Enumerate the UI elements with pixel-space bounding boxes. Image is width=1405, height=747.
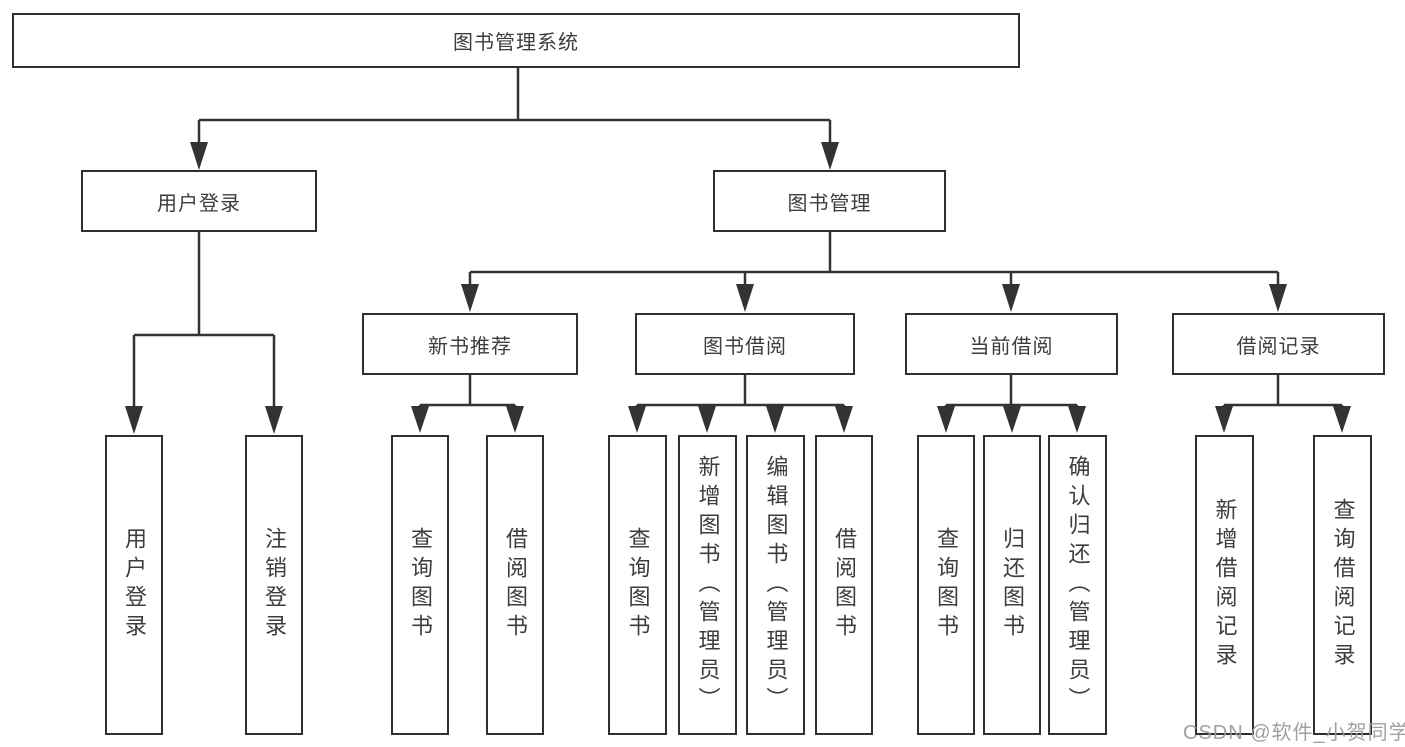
leaf-add-borrow-record: 新增借阅记录 (1195, 435, 1254, 735)
leaf-user-login: 用户登录 (105, 435, 163, 735)
leaf-return-books: 归还图书 (983, 435, 1041, 735)
leaf-borrow-books-recommend: 借阅图书 (486, 435, 544, 735)
leaf-add-book-admin-label: 新增图书（管理员） (695, 454, 721, 716)
leaf-borrow-books-recommend-label: 借阅图书 (503, 527, 528, 643)
leaf-query-borrow-record: 查询借阅记录 (1313, 435, 1372, 735)
edge-new-book-rec-to-leaves (418, 375, 517, 410)
edge-user-login-to-leaves (132, 232, 276, 412)
node-book-borrow-label: 图书借阅 (703, 335, 787, 358)
csdn-watermark: CSDN @软件_小贺同学 (1183, 722, 1405, 744)
arrowheads-level2 (190, 142, 839, 170)
leaf-query-books-recommend: 查询图书 (391, 435, 449, 735)
leaf-query-books-current-label: 查询图书 (934, 527, 959, 643)
node-user-login-label: 用户登录 (157, 192, 241, 215)
node-library-system: 图书管理系统 (12, 13, 1020, 68)
arrowheads-user-login-leaves (125, 406, 283, 434)
leaf-query-borrow-record-label: 查询借阅记录 (1330, 498, 1356, 672)
leaf-add-borrow-record-label: 新增借阅记录 (1212, 498, 1238, 672)
leaf-return-books-label: 归还图书 (1000, 527, 1025, 643)
leaf-add-book-admin: 新增图书（管理员） (678, 435, 737, 735)
node-library-system-label: 图书管理系统 (453, 32, 579, 54)
leaf-confirm-return-admin-label: 确认归还（管理员） (1065, 454, 1091, 716)
node-borrow-records-label: 借阅记录 (1236, 335, 1321, 358)
arrowheads-current-borrow-leaves (937, 406, 1086, 433)
edge-book-borrow-to-leaves (635, 375, 846, 410)
node-new-book-recommend-label: 新书推荐 (428, 335, 512, 358)
node-current-borrow-label: 当前借阅 (969, 335, 1054, 358)
node-borrow-records: 借阅记录 (1172, 313, 1385, 375)
leaf-borrow-books-label: 借阅图书 (832, 527, 857, 643)
node-book-management-label: 图书管理 (787, 192, 872, 215)
node-new-book-recommend: 新书推荐 (362, 313, 578, 375)
arrowheads-level3 (461, 284, 1287, 312)
node-current-borrow: 当前借阅 (905, 313, 1118, 375)
leaf-borrow-books: 借阅图书 (815, 435, 873, 735)
leaf-query-books-recommend-label: 查询图书 (408, 527, 433, 643)
edge-current-borrow-to-leaves (944, 375, 1079, 410)
leaf-edit-book-admin: 编辑图书（管理员） (746, 435, 805, 735)
leaf-query-books-current: 查询图书 (917, 435, 975, 735)
leaf-confirm-return-admin: 确认归还（管理员） (1048, 435, 1107, 735)
leaf-logout: 注销登录 (245, 435, 303, 735)
leaf-query-books-borrow: 查询图书 (608, 435, 667, 735)
edge-borrow-records-to-leaves (1222, 375, 1344, 410)
edge-book-mgmt-to-level3 (468, 232, 1280, 292)
node-user-login: 用户登录 (81, 170, 317, 232)
leaf-edit-book-admin-label: 编辑图书（管理员） (763, 454, 789, 716)
leaf-logout-label: 注销登录 (262, 527, 287, 643)
leaf-query-books-borrow-label: 查询图书 (625, 527, 651, 643)
arrowheads-new-book-rec-leaves (411, 406, 524, 433)
arrowheads-borrow-records-leaves (1215, 406, 1351, 433)
edge-root-to-level2 (197, 68, 832, 150)
arrowheads-book-borrow-leaves (628, 406, 853, 433)
node-book-borrow: 图书借阅 (635, 313, 855, 375)
leaf-user-login-label: 用户登录 (122, 527, 147, 643)
node-book-management: 图书管理 (713, 170, 946, 232)
